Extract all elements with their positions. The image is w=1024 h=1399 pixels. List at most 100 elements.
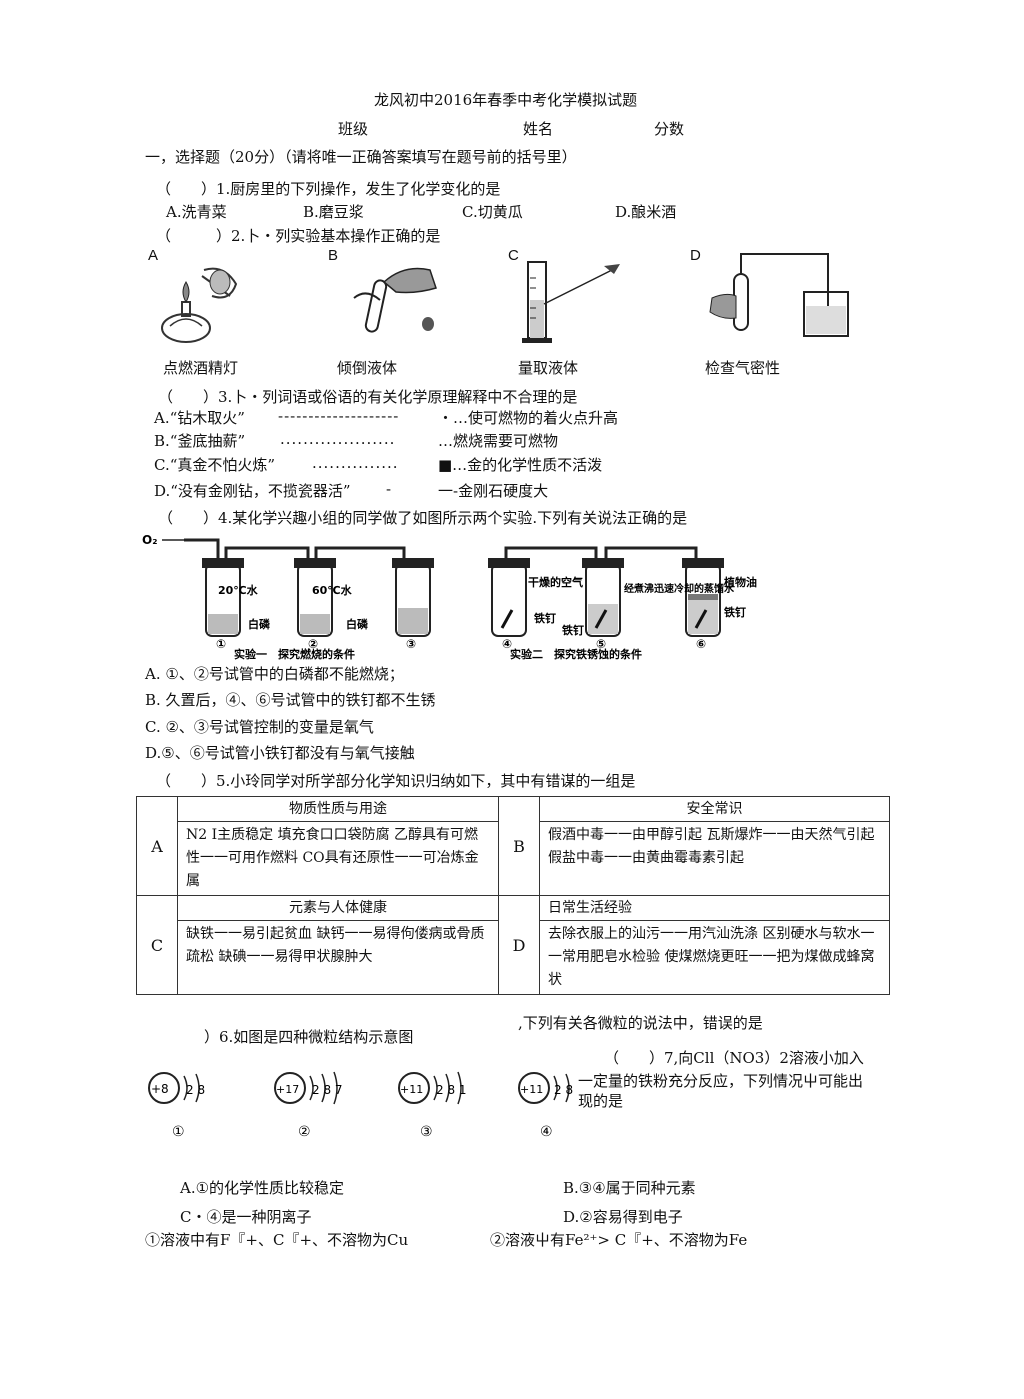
svg-text:+8: +8 bbox=[151, 1082, 169, 1096]
q3-explain-d: 一-金刚石硬度大 bbox=[438, 482, 549, 500]
cell-head-a: 物质性质与用途 bbox=[177, 796, 499, 822]
knowledge-table: A 物质性质与用途 B 安全常识 N2 I主质稳定 填充食口口袋防腐 乙醇具有可… bbox=[136, 796, 890, 995]
q2-letter-b: B bbox=[328, 247, 339, 264]
svg-text:2 8: 2 8 bbox=[554, 1083, 573, 1097]
white-phosphorus-label: 白磷 bbox=[248, 617, 271, 631]
q2-letter-a: A bbox=[148, 247, 159, 264]
q1-option-d: D.酿米酒 bbox=[615, 203, 677, 221]
q6-option-c: C・④是一种阴离子 bbox=[180, 1208, 312, 1226]
alcohol-lamp-image bbox=[161, 267, 238, 343]
tube-1-label: ① bbox=[216, 637, 226, 651]
svg-text:③: ③ bbox=[420, 1124, 433, 1140]
cell-body-d: 去除衣服上的汕污一一用汽汕洗涤 区别硬水与软水一一常用肥皂水检验 使煤燃烧更旺一… bbox=[539, 920, 890, 995]
q7-option-2: ②溶液屮有Fe²⁺> C『+、不溶物为Fe bbox=[490, 1231, 748, 1249]
water-20-label: 20℃水 bbox=[218, 583, 259, 597]
q1-option-b: B.磨豆浆 bbox=[303, 203, 364, 221]
tube-2-label: ② bbox=[308, 637, 318, 651]
q4-option-c: C. ②、③号试管控制的变量是氧气 bbox=[145, 718, 374, 736]
q3-dots-b: .................... bbox=[280, 430, 396, 448]
cell-label-c: C bbox=[136, 895, 178, 995]
cell-head-b: 安全常识 bbox=[539, 796, 890, 822]
q2-letter-c: C bbox=[508, 247, 519, 264]
svg-text:2 8 7: 2 8 7 bbox=[312, 1083, 343, 1097]
cell-head-d: 日常生活经验 bbox=[539, 895, 890, 921]
nail-label: 铁钉 bbox=[534, 611, 556, 625]
white-phosphorus-label-2: 白磷 bbox=[346, 617, 369, 631]
boiled-water-label: 经煮沸迅速冷却的蒸馏水 bbox=[624, 582, 735, 595]
question-7-line-3: 现的是 bbox=[578, 1092, 624, 1110]
tube-3-label: ③ bbox=[406, 637, 416, 651]
o2-label: O₂ bbox=[142, 533, 157, 547]
svg-text:+17: +17 bbox=[276, 1083, 299, 1096]
svg-text:①: ① bbox=[172, 1124, 185, 1140]
page-title: 龙风初中2016年春季中考化学模拟试题 bbox=[374, 91, 638, 109]
tube-6-label: ⑥ bbox=[696, 637, 706, 651]
dry-air-label: 干燥的空气 bbox=[528, 575, 583, 589]
q6-option-d: D.②容易得到电子 bbox=[563, 1208, 683, 1226]
q2-caption-b: 倾倒液体 bbox=[337, 359, 398, 377]
cell-label-b: B bbox=[498, 796, 540, 896]
q3-dots-d: - bbox=[386, 480, 392, 498]
q2-caption-d: 检查气密性 bbox=[705, 359, 781, 377]
question-7-line-2: 一定量的铁粉充分反应，下列情况屮可能出 bbox=[578, 1072, 864, 1090]
class-label: 班级 bbox=[338, 120, 369, 138]
particle-diagrams: +8 2 8 ① +17 2 8 7 ② +11 2 8 1 ③ +11 2 8… bbox=[148, 1071, 573, 1140]
q3-option-b: B.“釜底抽薪” bbox=[154, 432, 246, 450]
particle-4: +11 2 8 ④ bbox=[518, 1072, 573, 1140]
experiment-2-caption: 实验二 探究铁锈蚀的条件 bbox=[510, 647, 642, 661]
q4-option-d: D.⑤、⑥号试管小铁钉都没有与氧气接触 bbox=[145, 744, 415, 762]
question-6-stem-right: ,下列有关各微粒的说法中，错误的是 bbox=[518, 1014, 763, 1032]
question-4-stem: （ ）4.某化学兴趣小组的同学做了如图所示两个实验.下列有关说法正确的是 bbox=[158, 509, 688, 527]
q3-explain-b: …燃烧需要可燃物 bbox=[438, 432, 559, 450]
section-heading: 一，选择题（20分）（请将唯一正确答案填写在题号前的括号里） bbox=[145, 148, 577, 166]
svg-text:④: ④ bbox=[540, 1124, 553, 1140]
q3-explain-a: ・…使可燃物的着火点升高 bbox=[438, 409, 619, 427]
q3-option-d: D.“没有金刚钻，不揽瓷器活” bbox=[154, 482, 351, 500]
water-60-label: 60℃水 bbox=[312, 583, 353, 597]
question-6-stem: ）6.如图是四种微粒结构示意图 bbox=[204, 1028, 414, 1046]
svg-text:+11: +11 bbox=[520, 1083, 543, 1096]
tube-5-label: ⑤ bbox=[596, 637, 606, 651]
question-7-line-1: （ ）7,向Cll（NO3）2溶液小加入 bbox=[604, 1049, 864, 1067]
question-2-stem: （ ）2.卜・列实验基本操作正确的是 bbox=[156, 227, 441, 245]
q3-option-c: C.“真金不怕火炼” bbox=[154, 456, 276, 474]
q7-option-1: ①溶液中有F『+、C『+、不溶物为Cu bbox=[145, 1231, 409, 1249]
cell-label-a: A bbox=[136, 796, 178, 896]
q3-dots-c: ............... bbox=[312, 454, 399, 472]
cell-label-d: D bbox=[498, 895, 540, 995]
name-label: 姓名 bbox=[523, 120, 554, 138]
cell-body-b: 假酒中毒一一由甲醇引起 瓦斯爆炸一一由天然气引起 假盐中毒一一由黄曲霉毒素引起 bbox=[539, 821, 890, 896]
cell-body-c: 缺铁一一易引起贫血 缺钙一一易得佝偻病或骨质疏松 缺碘一一易得甲状腺肿大 bbox=[177, 920, 499, 995]
experiment-figure: O₂ 20℃水 60℃水 白磷 白磷 ① ② ③ 实验一 探究燃烧的条件 干燥的… bbox=[142, 533, 757, 661]
nail-label-3: 铁钉 bbox=[724, 605, 746, 619]
airtightness-check-image bbox=[709, 253, 849, 337]
graduated-cylinder-image bbox=[522, 261, 620, 343]
particle-3: +11 2 8 1 ③ bbox=[398, 1071, 467, 1140]
q2-caption-c: 量取液体 bbox=[518, 359, 579, 377]
particle-2: +17 2 8 7 ② bbox=[274, 1071, 343, 1140]
question-5-stem: （ ）5.小玲同学对所学部分化学知识归纳如下，其中有错谋的一组是 bbox=[156, 772, 636, 790]
oil-label: 植物油 bbox=[723, 575, 757, 589]
q3-option-a: A.“钻木取火” bbox=[154, 409, 245, 427]
q4-option-a: A. ①、②号试管中的白磷都不能燃烧； bbox=[145, 665, 404, 683]
q6-option-a: A.①的化学性质比较稳定 bbox=[180, 1179, 345, 1197]
question-3-stem: （ ）3.卜・列词语或俗语的有关化学原理解释中不合理的是 bbox=[158, 388, 578, 406]
q1-option-c: C.切黄瓜 bbox=[462, 203, 523, 221]
pour-liquid-image bbox=[353, 267, 437, 333]
particle-1: +8 2 8 ① bbox=[148, 1072, 205, 1140]
q2-caption-a: 点燃酒精灯 bbox=[163, 359, 239, 377]
q3-dots-a: -------------------- bbox=[278, 407, 400, 425]
cell-body-a: N2 I主质稳定 填充食口口袋防腐 乙醇具有可燃性一一可用作燃料 CO具有还原性… bbox=[177, 821, 499, 896]
q6-option-b: B.③④属于同种元素 bbox=[563, 1179, 696, 1197]
cell-head-c: 元素与人体健康 bbox=[177, 895, 499, 921]
q4-option-b: B. 久置后，④、⑥号试管中的铁钉都不生锈 bbox=[145, 691, 436, 709]
svg-text:2 8 1: 2 8 1 bbox=[436, 1083, 467, 1097]
svg-text:②: ② bbox=[298, 1124, 311, 1140]
q2-letter-d: D bbox=[690, 247, 701, 264]
svg-text:2 8: 2 8 bbox=[186, 1083, 205, 1097]
q1-option-a: A.洗青菜 bbox=[166, 203, 227, 221]
tube-4-label: ④ bbox=[502, 637, 512, 651]
score-label: 分数 bbox=[654, 120, 685, 138]
q3-explain-c: ■…金的化学性质不活泼 bbox=[438, 456, 603, 474]
experiment-1-caption: 实验一 探究燃烧的条件 bbox=[234, 647, 355, 661]
